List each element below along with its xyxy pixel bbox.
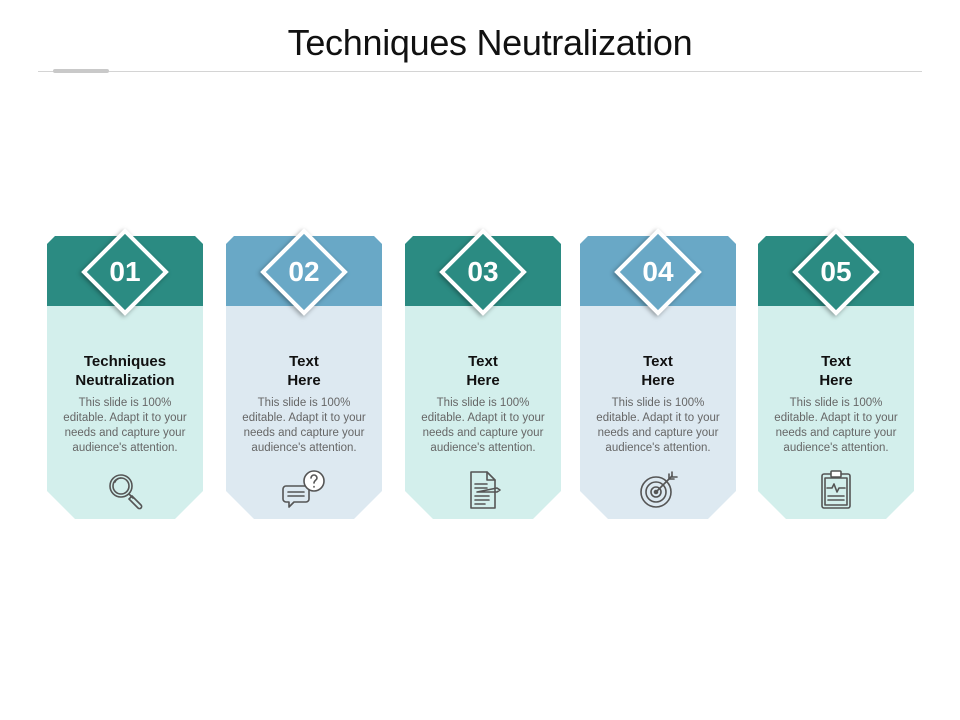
step-number: 02 [288,256,320,287]
card-heading-line1: Techniques [83,353,167,370]
card-heading-line2: Neutralization [75,372,175,389]
clipboard-pulse-icon [814,468,858,512]
card-heading: Text Here [588,352,728,390]
card-heading-line2: Here [466,372,500,389]
step-number: 01 [109,256,141,287]
card-heading-line1: Text [468,353,498,370]
card-description: This slide is 100% editable. Adapt it to… [421,397,545,454]
card-heading-line1: Text [821,353,851,370]
card-description: This slide is 100% editable. Adapt it to… [596,397,720,454]
step-card-04: 04 Text Here This slide is 100% editable… [580,228,736,519]
card-heading: Techniques Neutralization [55,352,195,390]
slide-title: Techniques Neutralization [287,22,693,63]
card-description: This slide is 100% editable. Adapt it to… [774,397,898,454]
card-heading-line1: Text [643,353,673,370]
step-card-02: 02 Text Here This slide is 100% editable… [226,228,382,519]
title-divider [38,71,922,72]
card-heading-line2: Here [819,372,853,389]
card-heading: Text Here [413,352,553,390]
step-card-01: 01 Techniques Neutralization This slide … [47,228,203,519]
step-number: 05 [820,256,852,287]
magnifier-icon [103,468,147,512]
title-divider-accent [53,69,109,73]
step-number: 03 [467,256,499,287]
document-pen-icon [461,468,505,512]
card-heading-line2: Here [641,372,675,389]
card-description: This slide is 100% editable. Adapt it to… [242,397,366,454]
card-heading-line1: Text [289,353,319,370]
card-heading: Text Here [234,352,374,390]
step-card-05: 05 Text Here This slide is 100% editable… [758,228,914,519]
step-card-03: 03 Text Here This slide is 100% editable… [405,228,561,519]
card-heading-line2: Here [287,372,321,389]
target-arrow-icon [636,468,680,512]
card-heading: Text Here [766,352,906,390]
card-description: This slide is 100% editable. Adapt it to… [63,397,187,454]
step-number: 04 [642,256,674,287]
chat-question-icon [282,468,326,512]
